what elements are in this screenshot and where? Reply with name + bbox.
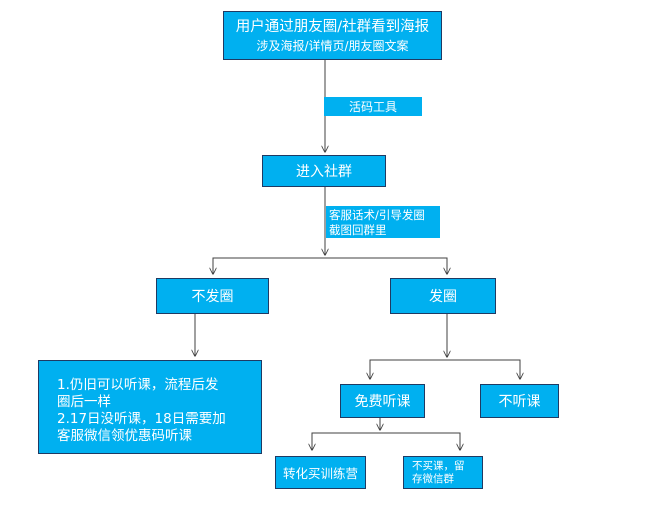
node-free-class-text: 免费听课	[354, 394, 411, 410]
label-script-line2: 截图回群里	[329, 223, 387, 237]
result-line2: 圈后一样	[57, 394, 111, 410]
node-join-group: 进入社群	[262, 155, 386, 187]
node-start-line2: 涉及海报/详情页/朋友圈文案	[256, 38, 409, 53]
label-script-line1: 客服话术/引导发圈	[329, 208, 425, 222]
node-no-listen-text: 不听课	[498, 394, 541, 410]
node-join-group-text: 进入社群	[296, 164, 352, 180]
no-buy-line2: 存微信群	[412, 473, 454, 485]
split-line-post	[369, 359, 520, 379]
split-line-free	[311, 432, 460, 450]
result-line1: 1.仍旧可以听课，流程后发	[57, 377, 219, 393]
split-line-top	[212, 257, 447, 274]
node-free-class: 免费听课	[340, 384, 425, 418]
node-no-post-text: 不发圈	[191, 289, 234, 305]
node-start: 用户通过朋友圈/社群看到海报 涉及海报/详情页/朋友圈文案	[223, 11, 442, 60]
node-no-post: 不发圈	[156, 278, 269, 314]
result-line4: 客服微信领优惠码听课	[57, 428, 192, 444]
label-tool-text: 活码工具	[348, 100, 397, 114]
node-no-buy: 不买课，留 存微信群	[403, 456, 483, 489]
no-buy-line1: 不买课，留	[412, 460, 465, 472]
node-convert-camp-text: 转化买训练营	[282, 466, 358, 481]
node-convert-camp: 转化买训练营	[275, 456, 366, 489]
node-no-listen: 不听课	[480, 384, 559, 418]
label-tool: 活码工具	[324, 97, 422, 116]
label-script: 客服话术/引导发圈 截图回群里	[326, 206, 440, 238]
node-start-line1: 用户通过朋友圈/社群看到海报	[235, 18, 430, 35]
node-post: 发圈	[390, 278, 496, 314]
result-line3: 2.17日没听课，18日需要加	[57, 411, 226, 427]
node-post-text: 发圈	[429, 289, 457, 305]
node-no-post-result: 1.仍旧可以听课，流程后发 圈后一样 2.17日没听课，18日需要加 客服微信领…	[38, 360, 262, 454]
